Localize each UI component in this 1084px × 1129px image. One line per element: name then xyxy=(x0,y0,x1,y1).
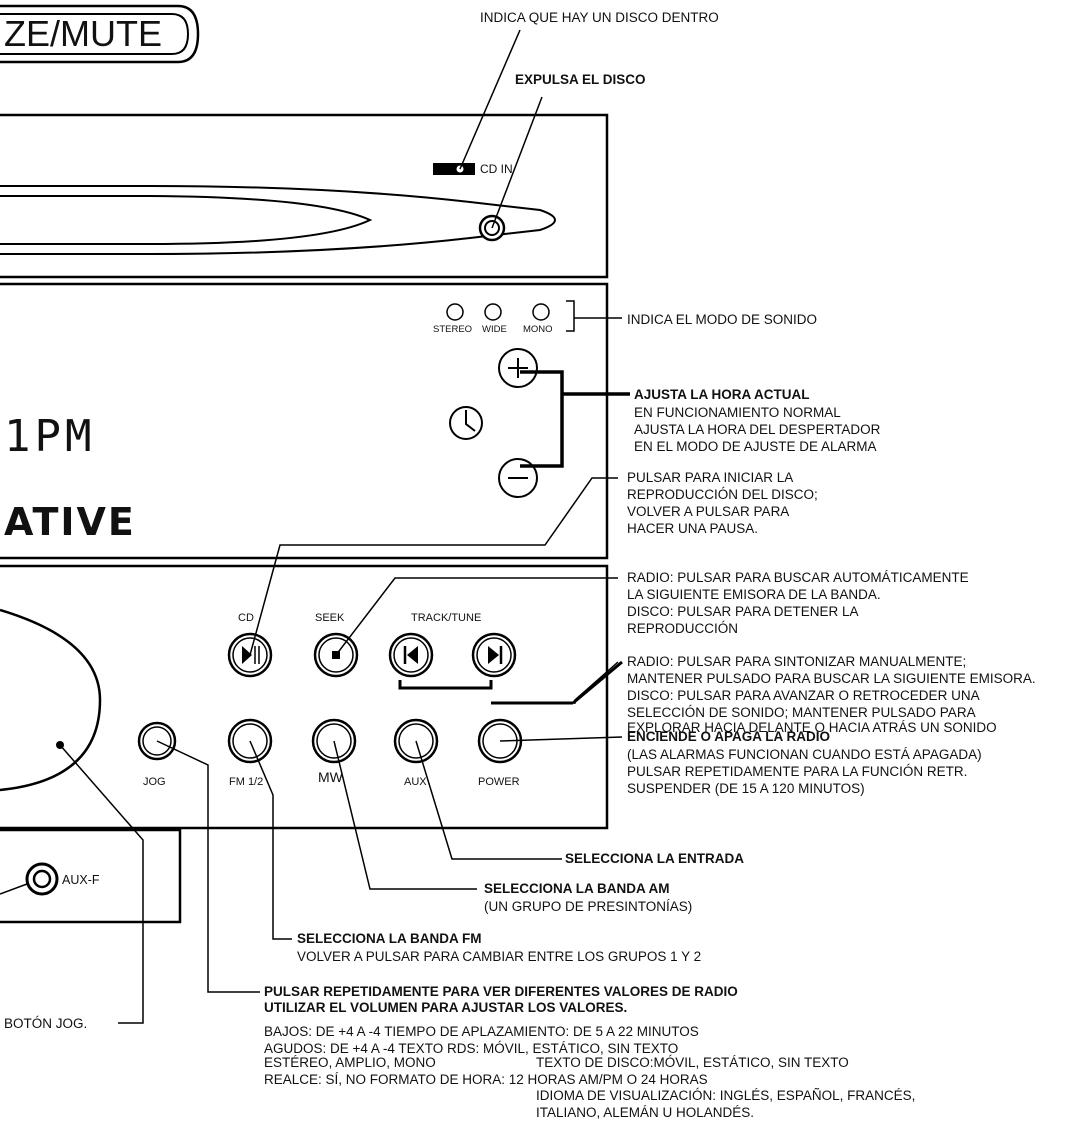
aux-jack[interactable] xyxy=(25,862,59,896)
annotation-jog-line: ITALIANO, ALEMÁN U HOLANDÉS. xyxy=(536,1105,755,1120)
power-button-label: POWER xyxy=(478,776,520,788)
stereo-led xyxy=(446,303,464,321)
annotation-set-time-title: AJUSTA LA HORA ACTUAL xyxy=(634,387,810,402)
snooze-mute-label: ZE/MUTE xyxy=(4,13,162,54)
annotation-track-tune-line: SELECCIÓN DE SONIDO; MANTENER PULSADO PA… xyxy=(627,705,976,720)
annotation-jog-title: UTILIZAR EL VOLUMEN PARA AJUSTAR LOS VAL… xyxy=(264,1000,628,1015)
annotation-set-time-line: EN FUNCIONAMIENTO NORMAL xyxy=(634,405,841,420)
cd-button-label: CD xyxy=(238,612,254,624)
track-tune-bracket xyxy=(398,680,493,690)
annotation-jog-line: BAJOS: DE +4 A -4 TIEMPO DE APLAZAMIENTO… xyxy=(264,1024,699,1039)
volume-knob[interactable] xyxy=(0,608,102,792)
annotation-mw-line: (UN GRUPO DE PRESINTONÍAS) xyxy=(484,899,693,914)
annotation-aux: SELECCIONA LA ENTRADA xyxy=(565,851,745,866)
controls-panel xyxy=(0,564,609,830)
annotation-jog-line: IDIOMA DE VISUALIZACIÓN: INGLÉS, ESPAÑOL… xyxy=(536,1088,916,1103)
annotation-jog-line: AGUDOS: DE +4 A -4 TEXTO RDS: MÓVIL, EST… xyxy=(264,1041,679,1056)
annotation-power-line: (LAS ALARMAS FUNCIONAN CUANDO ESTÁ APAGA… xyxy=(627,747,982,762)
leader-lines xyxy=(59,29,623,1024)
cd-slot xyxy=(0,185,556,255)
annotation-play-pause-line: HACER UNA PAUSA. xyxy=(627,521,759,536)
annotation-power-line: SUSPENDER (DE 15 A 120 MINUTOS) xyxy=(627,781,865,796)
annotation-mw-title: SELECCIONA LA BANDA AM xyxy=(484,881,670,896)
track-next-button[interactable] xyxy=(471,632,517,678)
aux-button-label: AUX xyxy=(404,776,427,788)
annotation-disc-inside: INDICA QUE HAY UN DISCO DENTRO xyxy=(480,10,719,25)
aux-jack-label: AUX-F xyxy=(62,873,100,887)
annotation-jog-line: TEXTO DE DISCO:MÓVIL, ESTÁTICO, SIN TEXT… xyxy=(536,1055,849,1070)
annotation-power-title: ENCIENDE O APAGA LA RADIO xyxy=(627,729,831,744)
annotation-play-pause-line: REPRODUCCIÓN DEL DISCO; xyxy=(627,487,818,502)
annotation-play-pause-line: PULSAR PARA INICIAR LA xyxy=(627,470,794,485)
annotation-eject: EXPULSA EL DISCO xyxy=(515,72,646,87)
annotation-power-line: PULSAR REPETIDAMENTE PARA LA FUNCIÓN RET… xyxy=(627,764,968,779)
seek-button-label: SEEK xyxy=(315,612,345,624)
brand-logo: ATIVE xyxy=(4,500,136,544)
annotation-sound-mode: INDICA EL MODO DE SONIDO xyxy=(627,312,818,327)
fm-button-label: FM 1/2 xyxy=(229,776,264,788)
mono-led xyxy=(532,303,550,321)
annotation-seek-line: REPRODUCCIÓN xyxy=(627,621,739,636)
wide-led xyxy=(484,303,502,321)
annotation-set-time-line: EN EL MODO DE AJUSTE DE ALARMA xyxy=(634,439,877,454)
annotation-track-tune-line: DISCO: PULSAR PARA AVANZAR O RETROCEDER … xyxy=(627,688,980,703)
clock-display: 1PM xyxy=(4,411,96,462)
snooze-mute-button-outline xyxy=(0,4,200,64)
annotation-fm-line: VOLVER A PULSAR PARA CAMBIAR ENTRE LOS G… xyxy=(297,949,702,964)
annotation-track-tune-line: MANTENER PULSADO PARA BUSCAR LA SIGUIENT… xyxy=(627,671,1036,686)
clock-icon xyxy=(449,406,483,440)
wide-label: WIDE xyxy=(482,324,507,335)
annotation-jog-knob: BOTÓN JOG. xyxy=(4,1016,88,1031)
annotation-seek-line: RADIO: PULSAR PARA BUSCAR AUTOMÁTICAMENT… xyxy=(627,570,969,585)
annotation-play-pause-line: VOLVER A PULSAR PARA xyxy=(627,504,790,519)
cd-in-led xyxy=(433,163,475,175)
cd-in-label: CD IN xyxy=(480,162,513,176)
track-tune-label: TRACK/TUNE xyxy=(411,612,482,624)
annotation-seek-line: DISCO: PULSAR PARA DETENER LA xyxy=(627,604,859,619)
stereo-label: STEREO xyxy=(433,324,473,335)
jog-button-label: JOG xyxy=(143,776,166,788)
annotation-set-time-line: AJUSTA LA HORA DEL DESPERTADOR xyxy=(634,422,881,437)
cd-panel xyxy=(0,113,609,279)
annotation-jog-line: ESTÉREO, AMPLIO, MONO xyxy=(264,1055,436,1070)
annotation-jog-line: REALCE: SÍ, NO FORMATO DE HORA: 12 HORAS… xyxy=(264,1072,708,1087)
annotation-track-tune-line: RADIO: PULSAR PARA SINTONIZAR MANUALMENT… xyxy=(627,654,967,669)
annotation-track-tune-line: EXPLORAR HACIA DELANTE O HACIA ATRÁS UN … xyxy=(627,720,997,735)
annotation-jog-title: PULSAR REPETIDAMENTE PARA VER DIFERENTES… xyxy=(264,984,738,999)
annotation-fm-title: SELECCIONA LA BANDA FM xyxy=(297,931,482,946)
mono-label: MONO xyxy=(523,324,553,335)
aux-panel xyxy=(0,828,182,924)
track-previous-button[interactable] xyxy=(388,632,434,678)
mw-button-label: MW xyxy=(318,769,343,785)
display-panel xyxy=(0,282,609,560)
annotation-seek-line: LA SIGUIENTE EMISORA DE LA BANDA. xyxy=(627,587,881,602)
